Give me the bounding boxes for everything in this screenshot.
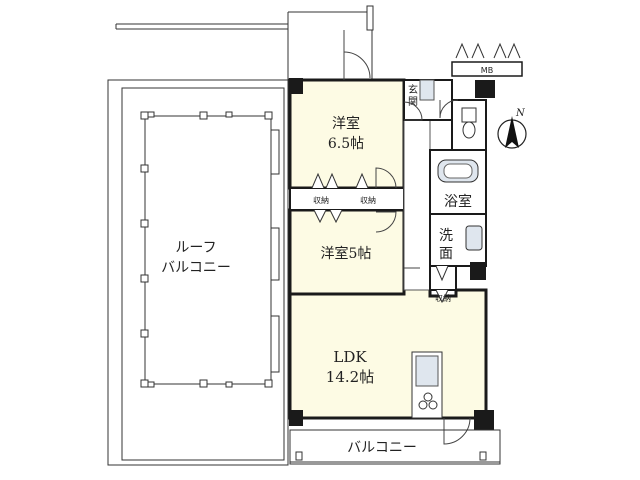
south-balcony — [289, 429, 501, 465]
ldk-room — [288, 282, 488, 420]
storage-3-label: 収納 — [435, 293, 451, 303]
fixtures — [411, 107, 483, 419]
top-rail — [115, 5, 374, 80]
storage-strip — [289, 187, 405, 211]
closet-marks — [311, 42, 521, 304]
toilet-tank — [461, 107, 477, 123]
corridor — [403, 99, 431, 291]
mb-label: MB — [481, 66, 493, 75]
ldk-name: LDK — [333, 348, 367, 366]
western-room-1-name: 洋室 — [332, 115, 360, 132]
wash-basin — [465, 225, 483, 251]
doors — [343, 30, 471, 445]
compass-icon: N — [497, 108, 527, 149]
shoe-box — [419, 79, 435, 101]
sink — [415, 355, 439, 387]
planter-marks — [140, 111, 273, 388]
entrance-label-2: 関 — [408, 96, 418, 108]
ldk-size: 14.2帖 — [326, 368, 374, 386]
interior — [288, 61, 523, 420]
bathroom-label: 浴室 — [444, 193, 472, 210]
storage-1-label: 収納 — [313, 195, 329, 205]
compass-label: N — [515, 108, 526, 119]
washroom-label-2: 面 — [439, 246, 453, 262]
toilet-bowl — [462, 121, 476, 139]
western-room-2-label: 洋室5帖 — [321, 245, 372, 262]
washroom-label-1: 洗 — [439, 228, 453, 244]
roof-balcony-label-1: ルーフ — [175, 240, 216, 256]
entrance-label-1: 玄 — [408, 83, 418, 96]
roof-balcony — [107, 79, 289, 466]
storage-2-label: 収納 — [360, 195, 376, 205]
western-room-2 — [288, 208, 406, 296]
roof-balcony-label-2: バルコニー — [161, 260, 231, 276]
south-balcony-label: バルコニー — [347, 440, 417, 456]
western-room-1-size: 6.5帖 — [328, 136, 364, 152]
mb-box — [451, 61, 523, 77]
columns — [289, 78, 494, 430]
western-room-1 — [288, 78, 406, 190]
